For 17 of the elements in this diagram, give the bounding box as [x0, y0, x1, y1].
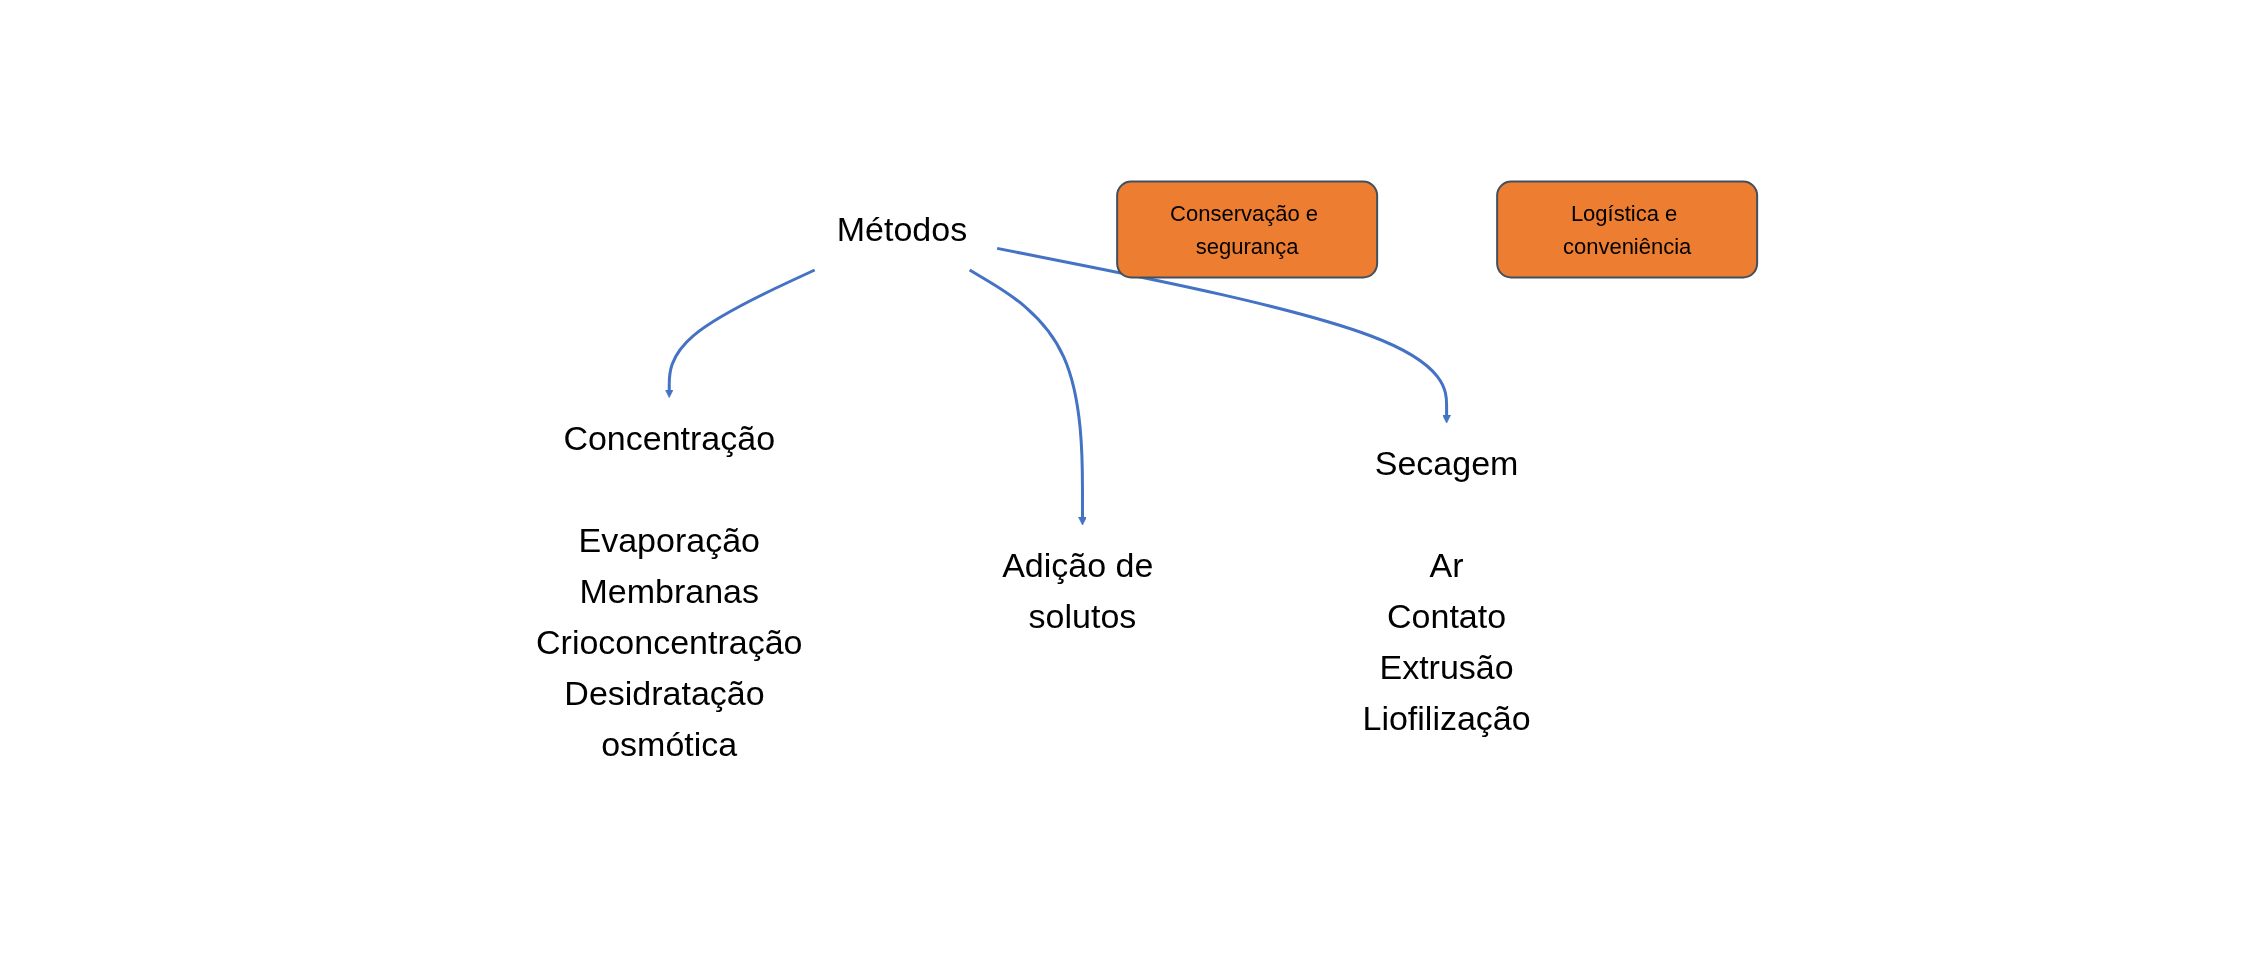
arrow	[969, 268, 1088, 526]
node-label: Membranas	[579, 571, 760, 610]
node-box: Logística e conveniência	[1496, 180, 1759, 279]
node-label: Evaporação	[578, 520, 761, 559]
node-label: Crioconcentração	[536, 622, 803, 661]
node-text: Métodos	[837, 210, 968, 248]
node-label: Ar	[1430, 546, 1465, 584]
node-text: Concentração	[563, 418, 776, 457]
node-label: Contato	[1387, 597, 1507, 635]
node-label: Extrusão	[1379, 648, 1515, 686]
node-text: Secagem	[1375, 444, 1519, 482]
node-box: Conservação e segurança	[1116, 180, 1379, 279]
node-label: Liofilização	[1362, 699, 1532, 737]
node-label: Desidratação osmótica	[564, 673, 766, 763]
node-text: Adição de solutos	[1002, 546, 1154, 635]
arrow	[997, 246, 1452, 424]
arrow	[665, 268, 816, 398]
